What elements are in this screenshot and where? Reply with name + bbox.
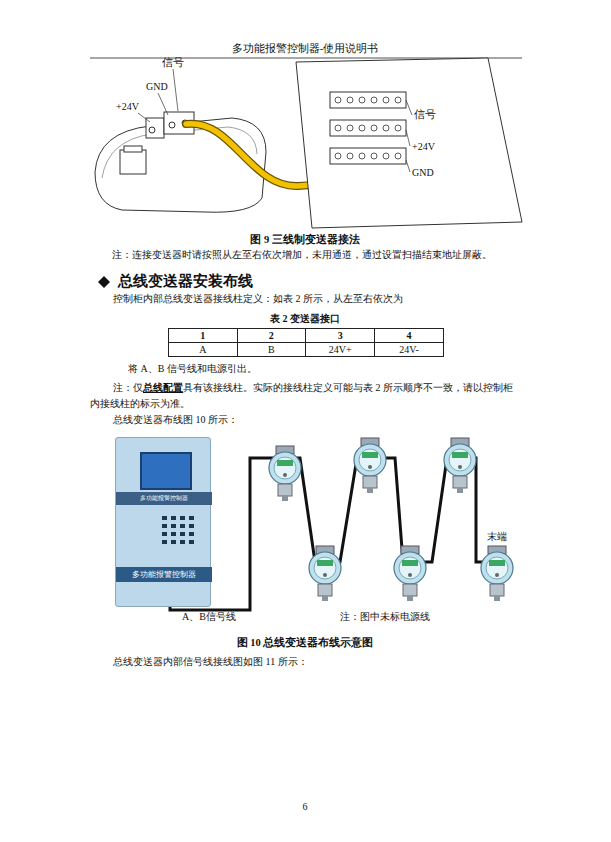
key-button: [189, 524, 194, 528]
page-number: 6: [90, 801, 520, 813]
transmitter-icon: [354, 444, 386, 476]
transmitter-board: [95, 69, 266, 212]
terminal-panel: [296, 58, 522, 228]
key-button: [180, 516, 185, 520]
transmitter-icon: [368, 465, 372, 469]
key-button: [162, 540, 167, 544]
transmitter-icon: [444, 444, 476, 476]
key-button: [162, 516, 167, 520]
transmitter-icon: [458, 465, 462, 469]
transmitter-icon: [363, 476, 377, 488]
transmitter-icon: [481, 552, 513, 584]
note-text: 注：连接变送器时请按照从左至右依次增加，未用通道，通过设置扫描结束地址屏蔽。: [112, 249, 492, 261]
figure-caption: 图 9 三线制变送器接法: [90, 234, 520, 247]
interface-table: 1234AB24V+24V-: [168, 328, 444, 357]
key-button: [180, 532, 185, 536]
key-button: [189, 516, 194, 520]
note-text: 注：图中未标电源线: [340, 611, 430, 623]
transmitter-icon: [453, 476, 467, 488]
transmitter-icon: [367, 488, 373, 493]
table-cell: 24V+: [306, 343, 375, 357]
transmitter-icon: [449, 449, 471, 471]
table-cell: 24V-: [375, 343, 444, 357]
transmitter-icon: [322, 596, 328, 601]
transmitter-icon: [283, 473, 287, 477]
body-text: 控制柜内部总线变送器接线柱定义：如表 2 所示，从左至右依次为: [113, 293, 403, 305]
controller-panel: 多功能报警控制器多功能报警控制器: [115, 437, 211, 607]
body-text: 总线变送器布线图 10 所示：: [113, 414, 238, 426]
key-button: [162, 524, 167, 528]
transmitter-icon: [489, 560, 505, 566]
transmitter-icon: [403, 584, 417, 596]
pin-label: 信号: [414, 108, 436, 121]
transmitter-icons: [269, 438, 513, 601]
transmitter-icon: [407, 596, 413, 601]
transmitter-icon: [269, 452, 301, 484]
transmitter-icon: [408, 573, 412, 577]
panel-text: 多功能报警控制器: [116, 492, 212, 505]
key-button: [162, 532, 167, 536]
table-cell: 3: [306, 329, 375, 343]
body-text: 总线变送器内部信号线接线图如图 11 所示：: [113, 656, 308, 668]
transmitter-icon: [274, 457, 296, 479]
transmitter-icon: [457, 488, 463, 493]
table-cell: B: [237, 343, 306, 357]
transmitter-icon: [490, 584, 504, 596]
table-cell: 1: [169, 329, 238, 343]
transmitter-icon: [318, 584, 332, 596]
key-button: [171, 516, 176, 520]
body-text: 将 A、B 信号线和电源引出。: [128, 363, 257, 375]
page-header: 多功能报警控制器-使用说明书: [90, 42, 520, 55]
transmitter-icon: [359, 449, 381, 471]
transmitter-icon: [486, 557, 508, 579]
pin-label: GND: [146, 81, 168, 93]
table-cell: 4: [375, 329, 444, 343]
key-button: [189, 532, 194, 536]
end-label: 末端: [487, 531, 507, 543]
transmitter-icon: [399, 557, 421, 579]
pin-label: 信号: [162, 56, 184, 69]
transmitter-icon: [282, 496, 288, 501]
key-button: [180, 540, 185, 544]
pin-label: +24V: [412, 141, 435, 153]
pin-label: GND: [412, 167, 434, 179]
pin-label: +24V: [116, 101, 139, 113]
table-cell: A: [169, 343, 238, 357]
table-cell: 2: [237, 329, 306, 343]
figure-caption: 图 10 总线变送器布线示意图: [90, 637, 520, 650]
key-button: [171, 540, 176, 544]
emphasis-text: 总线配置: [143, 382, 183, 393]
transmitter-icon: [309, 552, 341, 584]
wire-label: A、B信号线: [182, 611, 236, 623]
transmitter-icon: [317, 560, 333, 566]
note-paragraph: 注：仅总线配置具有该接线柱。实际的接线柱定义可能与表 2 所示顺序不一致，请以控…: [90, 380, 518, 412]
key-button: [171, 524, 176, 528]
bus-wire: [170, 458, 492, 610]
panel-text: 多功能报警控制器: [116, 567, 212, 582]
lcd-screen: [140, 452, 192, 490]
transmitter-icon: [394, 552, 426, 584]
bullet-diamond: [98, 276, 110, 288]
key-button: [180, 524, 185, 528]
transmitter-icon: [278, 484, 292, 496]
transmitter-icon: [495, 573, 499, 577]
table-title: 表 2 变送器接口: [90, 313, 520, 325]
transmitter-icon: [314, 557, 336, 579]
section-heading: 总线变送器安装布线: [118, 272, 253, 290]
key-button: [189, 540, 194, 544]
note-text: 注：仅: [113, 382, 143, 393]
transmitter-icon: [452, 452, 468, 458]
key-button: [171, 532, 176, 536]
transmitter-icon: [494, 596, 500, 601]
transmitter-icon: [323, 573, 327, 577]
transmitter-icon: [362, 452, 378, 458]
transmitter-icon: [277, 460, 293, 466]
transmitter-icon: [402, 560, 418, 566]
